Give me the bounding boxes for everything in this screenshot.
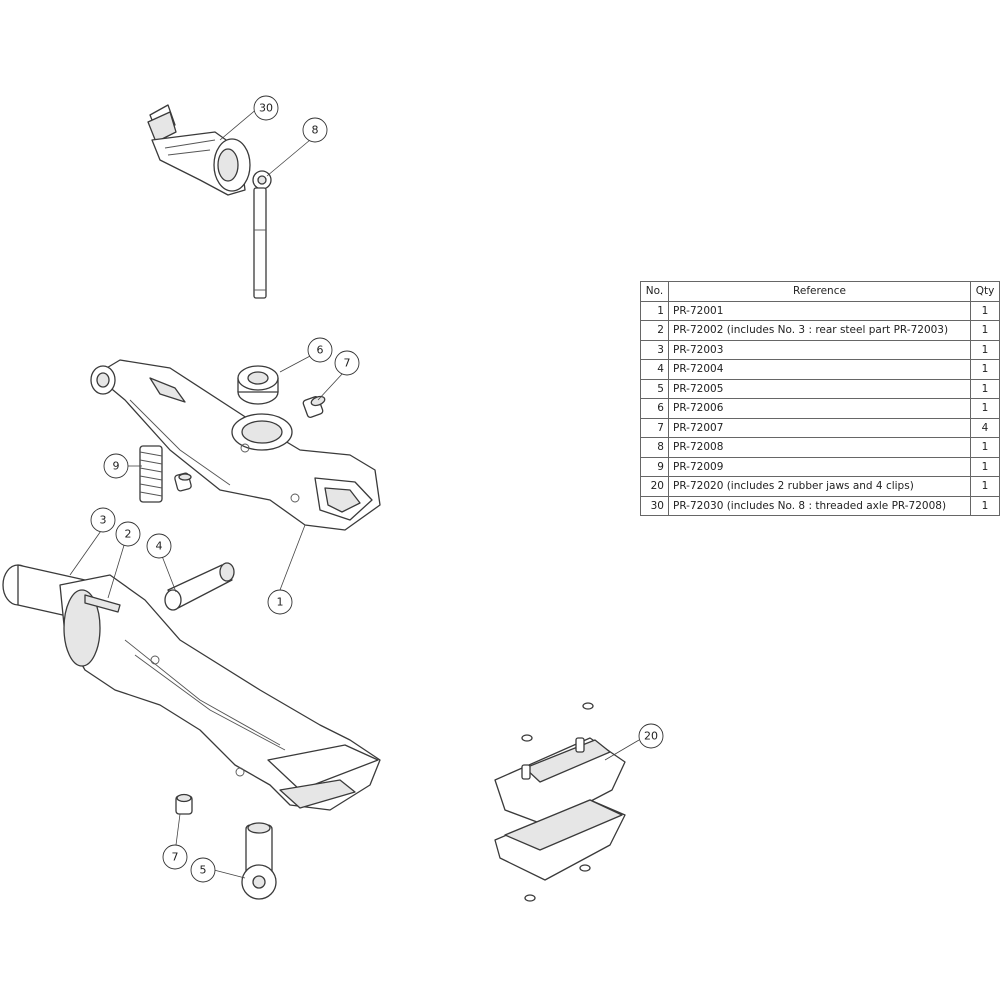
row-reference: PR-72030 (includes No. 8 : threaded axle… [667, 495, 972, 516]
callout-7-lower: 7 [162, 844, 188, 870]
row-reference: PR-72008 [667, 437, 972, 458]
part-7-insert-upper [302, 395, 326, 418]
row-no: 4 [640, 359, 669, 380]
row-qty: 1 [970, 339, 1000, 360]
row-qty: 4 [970, 417, 1000, 438]
callout-2-label: 2 [125, 528, 132, 541]
header-qty: Qty [970, 281, 1000, 302]
row-reference: PR-72002 (includes No. 3 : rear steel pa… [667, 320, 972, 341]
row-reference: PR-72006 [667, 398, 972, 419]
row-qty: 1 [970, 320, 1000, 341]
part-pin-small [174, 472, 192, 492]
row-reference: PR-72020 (includes 2 rubber jaws and 4 c… [667, 476, 972, 497]
callout-8: 8 [302, 117, 328, 143]
callout-30-label: 30 [259, 102, 273, 115]
table-row: 6 PR-72006 1 [640, 398, 1000, 419]
row-qty: 1 [970, 456, 1000, 477]
row-reference: PR-72007 [667, 417, 972, 438]
row-no: 6 [640, 398, 669, 419]
row-reference: PR-72005 [667, 378, 972, 399]
row-reference: PR-72004 [667, 359, 972, 380]
table-header-row: No. Reference Qty [640, 281, 1000, 302]
callout-4-label: 4 [156, 540, 163, 553]
callout-6: 6 [307, 337, 333, 363]
callout-2: 2 [115, 521, 141, 547]
row-qty: 1 [970, 437, 1000, 458]
leader-lines [69, 107, 640, 879]
row-no: 30 [640, 495, 669, 516]
row-no: 5 [640, 378, 669, 399]
part-4-pin [164, 562, 235, 611]
part-6-collar [237, 365, 279, 405]
table-row: 20 PR-72020 (includes 2 rubber jaws and … [640, 476, 1000, 497]
row-no: 1 [640, 300, 669, 321]
callout-3-label: 3 [100, 514, 107, 527]
row-qty: 1 [970, 300, 1000, 321]
part-2-3-lower-body [2, 564, 381, 811]
row-reference: PR-72001 [667, 300, 972, 321]
callout-6-label: 6 [317, 344, 324, 357]
part-7-insert-lower [175, 793, 193, 815]
header-no: No. [640, 281, 669, 302]
callout-7-upper-label: 7 [344, 357, 351, 370]
table-row: 30 PR-72030 (includes No. 8 : threaded a… [640, 495, 1000, 516]
callout-5-label: 5 [200, 864, 207, 877]
callout-20: 20 [638, 723, 664, 749]
table-row: 2 PR-72002 (includes No. 3 : rear steel … [640, 320, 1000, 341]
callout-3: 3 [90, 507, 116, 533]
callout-7-upper: 7 [334, 350, 360, 376]
part-20-rubber-jaws [494, 702, 626, 902]
callout-8-label: 8 [312, 124, 319, 137]
header-reference: Reference [667, 281, 972, 302]
table-row: 8 PR-72008 1 [640, 437, 1000, 458]
callout-5: 5 [190, 857, 216, 883]
row-no: 9 [640, 456, 669, 477]
row-no: 2 [640, 320, 669, 341]
row-reference: PR-72003 [667, 339, 972, 360]
table-row: 7 PR-72007 4 [640, 417, 1000, 438]
callout-1-label: 1 [277, 596, 284, 609]
callout-20-label: 20 [644, 730, 658, 743]
callout-9: 9 [103, 453, 129, 479]
part-8-threaded-axle [252, 170, 272, 299]
row-qty: 1 [970, 359, 1000, 380]
row-qty: 1 [970, 476, 1000, 497]
row-no: 7 [640, 417, 669, 438]
callout-30: 30 [253, 95, 279, 121]
table-row: 1 PR-72001 1 [640, 300, 1000, 321]
table-row: 4 PR-72004 1 [640, 359, 1000, 380]
row-no: 20 [640, 476, 669, 497]
table-row: 3 PR-72003 1 [640, 339, 1000, 360]
table-row: 9 PR-72009 1 [640, 456, 1000, 477]
row-qty: 1 [970, 398, 1000, 419]
table-row: 5 PR-72005 1 [640, 378, 1000, 399]
row-no: 8 [640, 437, 669, 458]
callout-1: 1 [267, 589, 293, 615]
row-reference: PR-72009 [667, 456, 972, 477]
parts-list-table: No. Reference Qty 1 PR-72001 1 2 PR-7200… [640, 281, 1000, 516]
part-1-main-body [90, 359, 381, 531]
row-qty: 1 [970, 495, 1000, 516]
callout-4: 4 [146, 533, 172, 559]
row-qty: 1 [970, 378, 1000, 399]
part-30-cam-lever [147, 104, 251, 196]
part-9-spring [139, 445, 163, 503]
part-5-ball-post [241, 822, 277, 900]
callout-7-lower-label: 7 [172, 851, 179, 864]
callout-9-label: 9 [113, 460, 120, 473]
row-no: 3 [640, 339, 669, 360]
